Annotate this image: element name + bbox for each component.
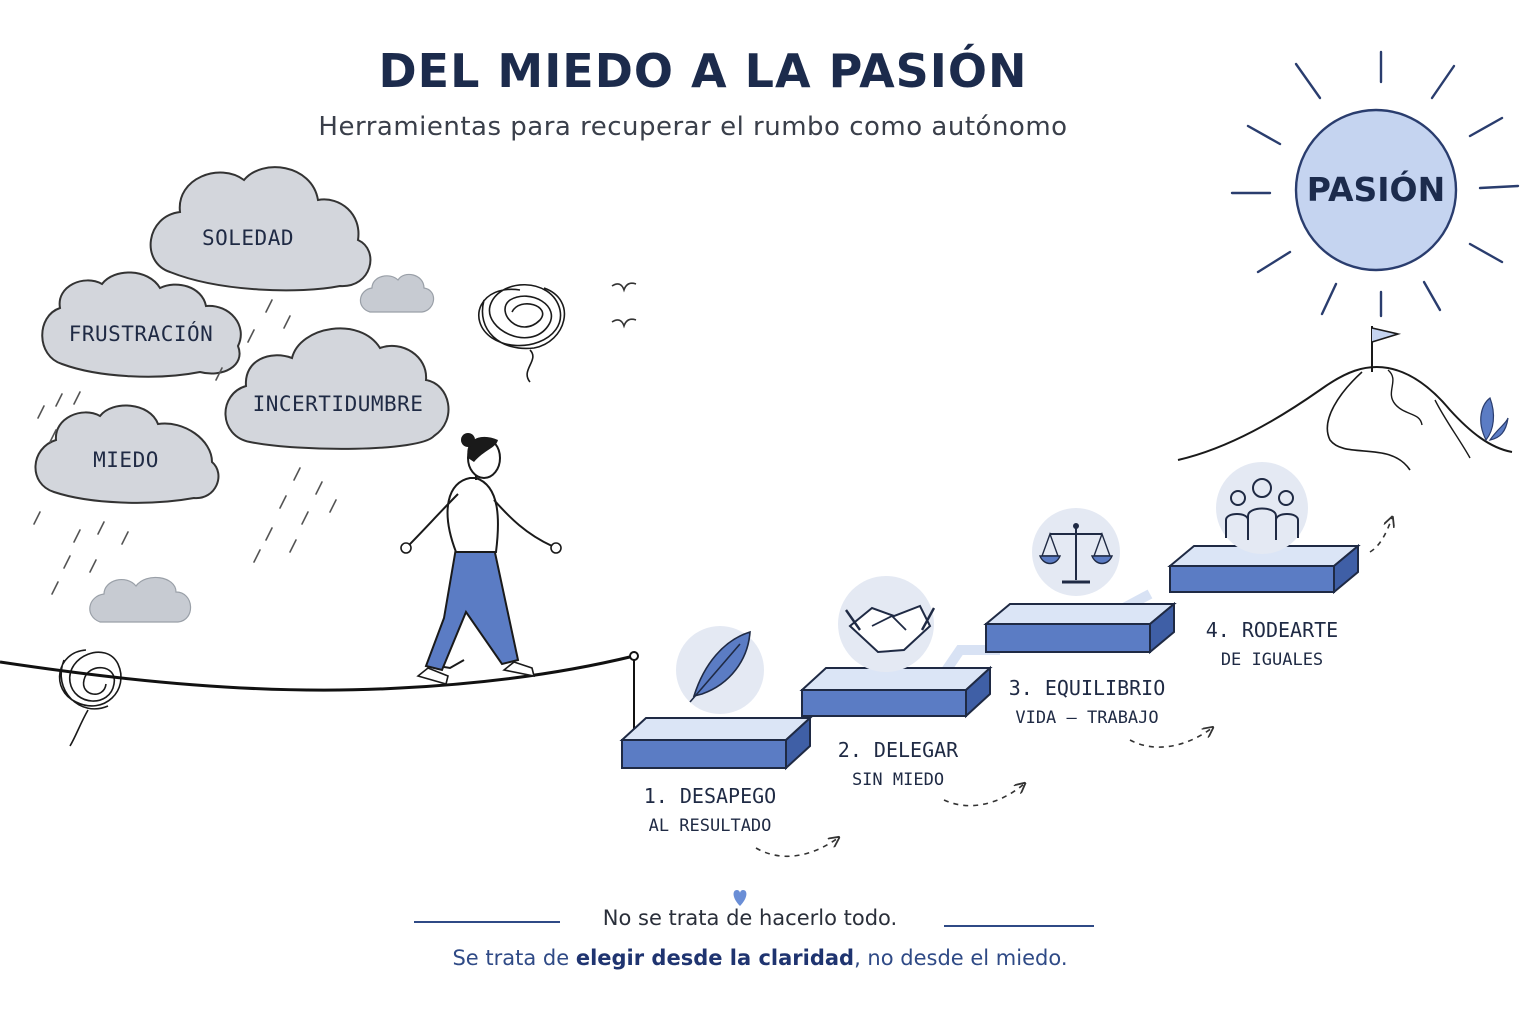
cloud-label-miedo: MIEDO bbox=[93, 448, 159, 472]
cloud-label-soledad: SOLEDAD bbox=[201, 226, 294, 250]
step-1-title: 1. DESAPEGO bbox=[643, 784, 777, 808]
step-block-3 bbox=[983, 601, 1177, 655]
goal-label: PASIÓN bbox=[1306, 170, 1446, 209]
tangle-rope-icon bbox=[58, 649, 122, 747]
cloud-soledad bbox=[149, 166, 372, 292]
step-block-2 bbox=[799, 665, 993, 719]
quote-line-2-start: Se trata de bbox=[452, 946, 576, 970]
people-icon bbox=[1216, 462, 1308, 554]
quote-rules bbox=[414, 921, 1094, 927]
cloud-label-frustracion: FRUSTRACIÓN bbox=[68, 322, 214, 346]
heart-icon bbox=[733, 890, 747, 906]
small-cloud-bottom bbox=[89, 576, 192, 623]
feather-icon bbox=[676, 626, 764, 714]
step-2-subtitle: SIN MIEDO bbox=[851, 770, 945, 790]
quote-line-1: No se trata de hacerlo todo. bbox=[602, 906, 898, 930]
stairs bbox=[619, 543, 1361, 771]
tangle-icon bbox=[478, 284, 566, 383]
scales-icon bbox=[1032, 508, 1120, 596]
plant-icon bbox=[1480, 397, 1509, 442]
quote-line-2-end: , no desde el miedo. bbox=[854, 946, 1068, 970]
cloud-miedo bbox=[34, 404, 220, 504]
sun-icon bbox=[1230, 50, 1520, 318]
cloud-frustracion bbox=[41, 271, 242, 378]
small-cloud-top bbox=[359, 273, 435, 313]
page-title: DEL MIEDO A LA PASIÓN bbox=[378, 44, 1028, 98]
step-1-subtitle: AL RESULTADO bbox=[648, 816, 772, 836]
cloud-label-incertidumbre: INCERTIDUMBRE bbox=[252, 392, 424, 416]
quote-line-2: Se trata de elegir desde la claridad, no… bbox=[400, 946, 1120, 970]
step-block-4 bbox=[1167, 543, 1361, 595]
tightrope bbox=[0, 651, 639, 740]
mountain-icon bbox=[1177, 326, 1513, 471]
step-block-1 bbox=[619, 715, 813, 771]
step-4-subtitle: DE IGUALES bbox=[1220, 650, 1324, 670]
dashed-arrows bbox=[755, 518, 1392, 858]
step-3-title: 3. EQUILIBRIO bbox=[1008, 676, 1166, 700]
quote-line-2-emphasis: elegir desde la claridad bbox=[575, 946, 855, 970]
page-subtitle: Herramientas para recuperar el rumbo com… bbox=[318, 112, 1068, 142]
walking-person-icon bbox=[400, 433, 562, 685]
rain-icon bbox=[33, 299, 337, 595]
step-3-subtitle: VIDA – TRABAJO bbox=[1015, 708, 1159, 728]
handshake-icon bbox=[838, 576, 936, 672]
step-2-title: 2. DELEGAR bbox=[837, 738, 959, 762]
step-4-title: 4. RODEARTE bbox=[1205, 618, 1339, 642]
bird-icon bbox=[611, 282, 637, 329]
cloud-incertidumbre bbox=[224, 327, 450, 450]
